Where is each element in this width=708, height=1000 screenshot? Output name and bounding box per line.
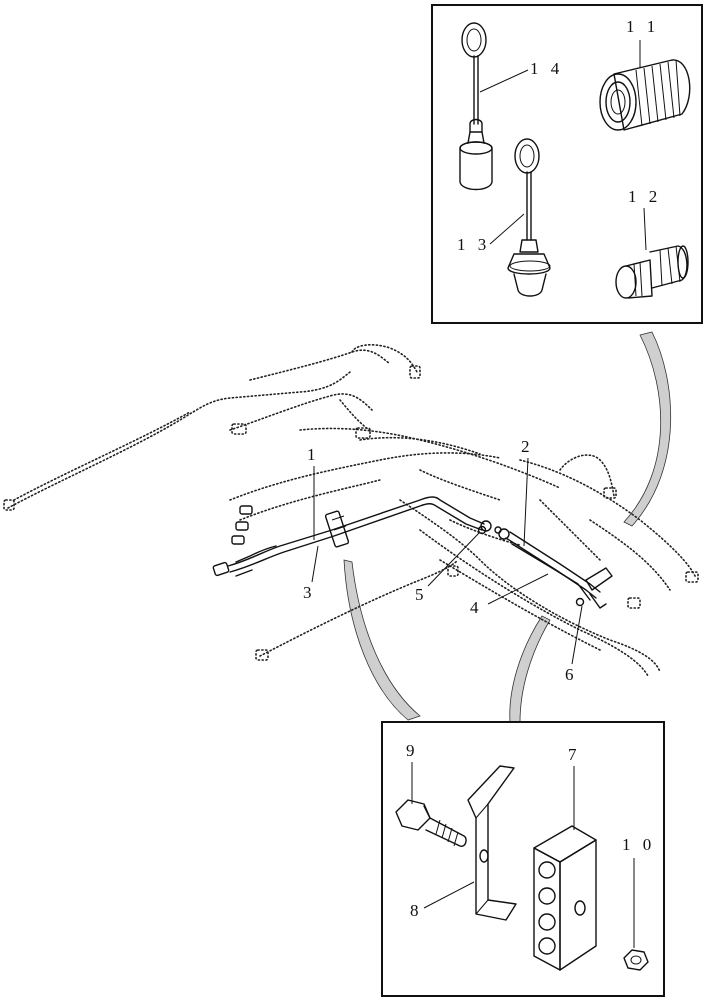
svg-text:9: 9 [406,741,419,760]
nut-icon [623,949,649,971]
svg-text:5: 5 [415,585,428,604]
callout-1: 1 [307,445,320,540]
coupler-male-icon [615,245,689,299]
callout-7: 7 [568,745,581,830]
lower-left-detail-connector [343,559,421,721]
svg-text:1 3: 1 3 [457,235,490,254]
dust-cap-icon [459,22,493,191]
callout-5: 5 [415,531,481,604]
svg-text:6: 6 [565,665,578,684]
steel-line-3 [235,545,277,577]
svg-text:1 4: 1 4 [530,59,563,78]
callout-13: 1 3 [457,213,525,254]
upper-detail-connector [623,331,672,527]
svg-text:2: 2 [521,437,534,456]
line-clamp-left [324,510,350,548]
lower-right-detail-connector [509,615,551,723]
svg-text:1 2: 1 2 [628,187,661,206]
detail-frame-bottom [381,721,665,997]
steel-line-4 [511,543,591,601]
callout-6: 6 [565,605,583,684]
callout-8: 8 [410,881,475,920]
callout-3: 3 [303,545,319,602]
svg-text:4: 4 [470,598,483,617]
steel-line-1 [227,496,485,573]
svg-text:1: 1 [307,445,320,464]
svg-text:3: 3 [303,583,316,602]
callout-12: 1 2 [628,187,661,251]
callout-10: 1 0 [622,835,655,948]
svg-text:1 1: 1 1 [626,17,659,36]
callout-11: 1 1 [626,17,659,68]
callout-14: 1 4 [479,59,563,93]
clamp-plate-icon [467,765,517,921]
callout-4: 4 [470,573,549,617]
bolt-icon [395,799,467,847]
svg-text:7: 7 [568,745,581,764]
svg-text:1 0: 1 0 [622,835,655,854]
line-end-fittings [212,505,510,577]
callout-9: 9 [406,741,419,804]
coupler-female-icon [599,59,691,131]
clamp-block-icon [533,825,597,971]
detail-frame-top [431,4,703,324]
dust-plug-icon [507,138,551,297]
phantom-hoses [3,343,699,677]
line-clamp-right [477,525,613,609]
callout-2: 2 [521,437,534,547]
svg-text:8: 8 [410,901,423,920]
